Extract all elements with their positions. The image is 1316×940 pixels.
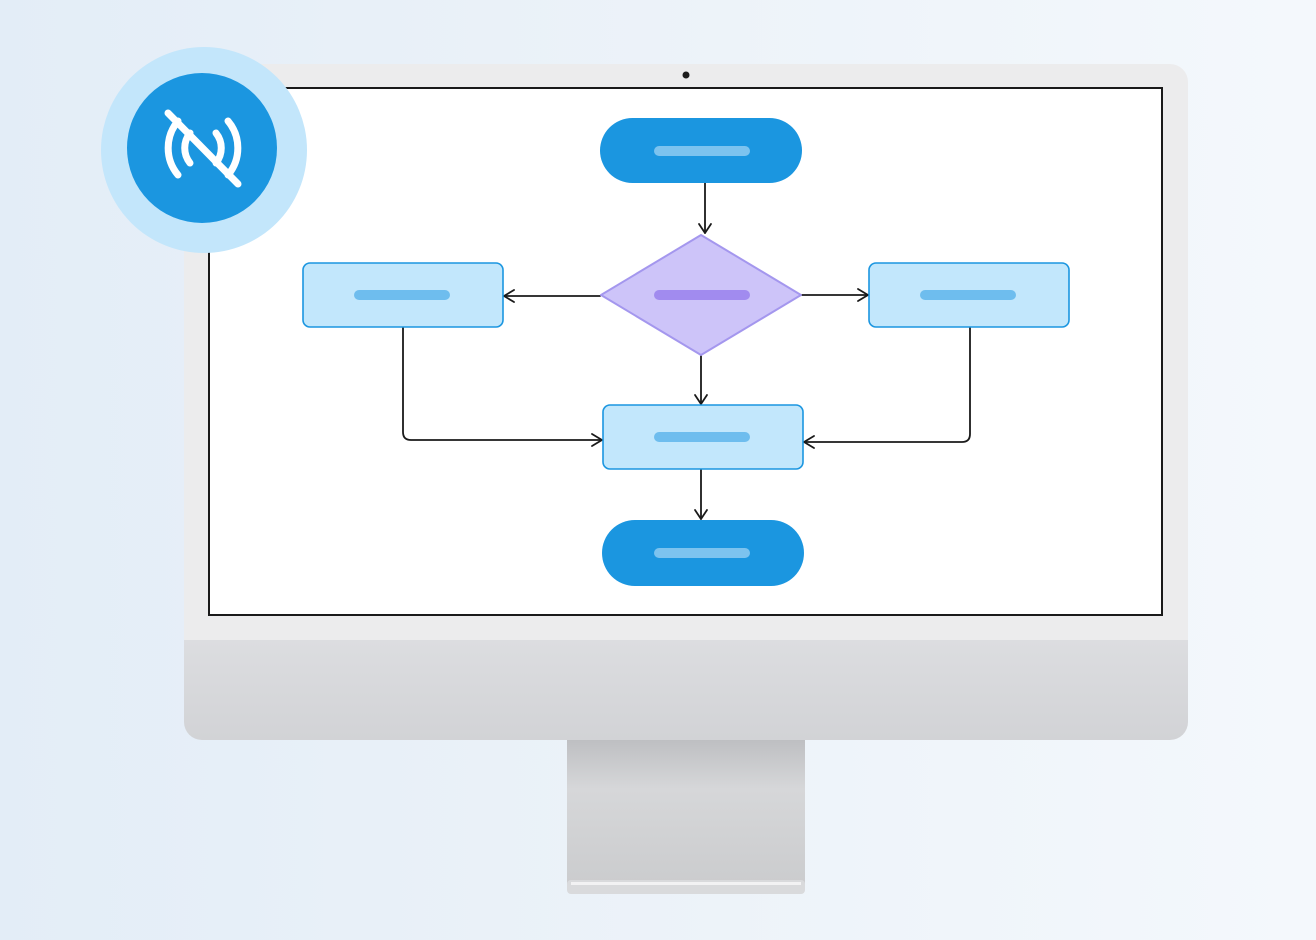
edge-left-process-to-merge-process	[402, 326, 603, 441]
monitor-chin	[184, 640, 1188, 740]
arrowhead	[698, 223, 712, 234]
arrowhead	[591, 433, 603, 447]
flowchart-node-merge-process	[602, 404, 804, 470]
no-signal-icon	[164, 109, 242, 188]
flowchart-node-left-process	[302, 262, 504, 328]
flowchart-node-end	[602, 520, 804, 586]
no-signal-badge	[101, 47, 307, 253]
monitor-stand	[567, 738, 805, 894]
text-placeholder-bar	[654, 290, 750, 300]
arrowhead	[694, 509, 708, 520]
text-placeholder-bar	[654, 548, 750, 558]
flowchart-node-decision	[600, 234, 802, 356]
camera-dot	[682, 71, 690, 79]
arrowhead	[803, 435, 815, 449]
text-placeholder-bar	[354, 290, 450, 300]
flowchart-node-start	[600, 118, 802, 183]
edge-right-process-to-merge-process	[803, 326, 971, 443]
monitor	[184, 64, 1188, 894]
flowchart-node-right-process	[868, 262, 1070, 328]
text-placeholder-bar	[654, 432, 750, 442]
arrowhead	[694, 394, 708, 405]
text-placeholder-bar	[920, 290, 1016, 300]
arrowhead	[857, 288, 869, 302]
connectors	[402, 182, 971, 520]
text-placeholder-bar	[654, 146, 750, 156]
arrowhead	[503, 289, 515, 303]
flowchart-nodes	[302, 118, 1070, 586]
